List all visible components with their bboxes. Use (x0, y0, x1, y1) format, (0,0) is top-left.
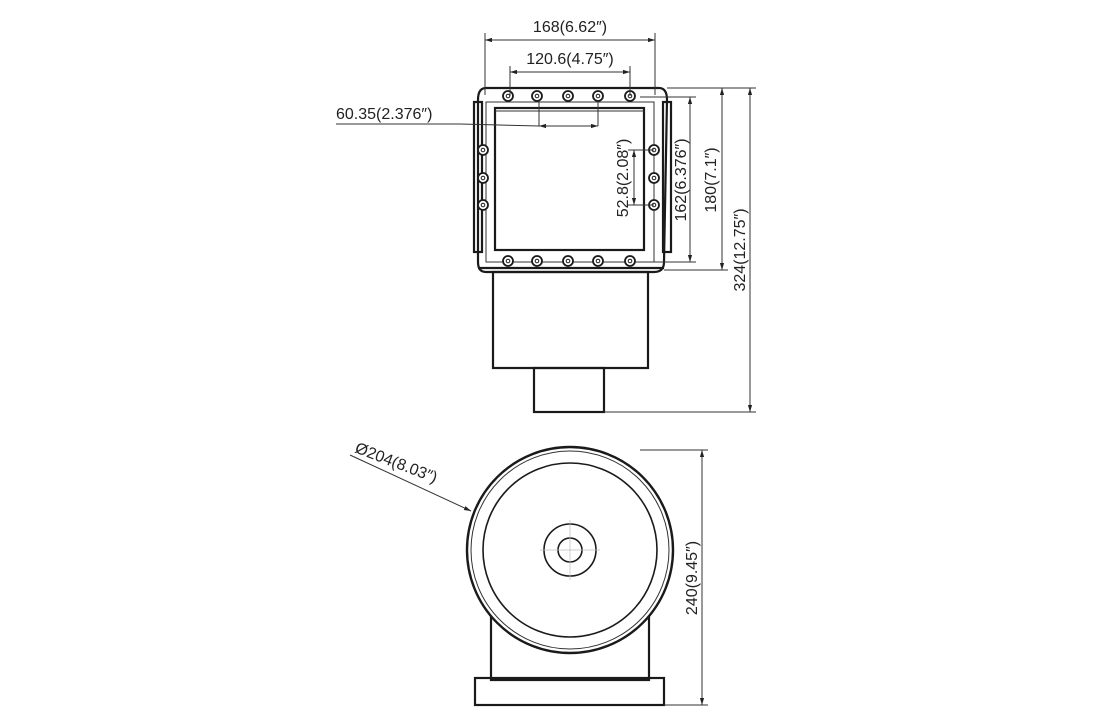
front-dimensions: 168(6.62″) 120.6(4.75″) 60.35(2.376″) 52… (336, 19, 756, 413)
bolt-icon (648, 172, 660, 184)
bolt-icon (477, 199, 489, 211)
dim-total-height: 324(12.75″) (732, 208, 749, 291)
dim-opening-height: 162(6.376″) (673, 138, 690, 221)
bolt-icon (562, 255, 574, 267)
bolt-icon (477, 172, 489, 184)
bolt-icon (502, 90, 514, 102)
bolt-hole (565, 93, 571, 99)
bolt-icon (592, 255, 604, 267)
dim-bolt-span: 120.6(4.75″) (526, 51, 614, 68)
dim-depth: 240(9.45″) (684, 541, 701, 615)
bolt-icon (502, 255, 514, 267)
bolt-hole (534, 93, 540, 99)
bolts (477, 90, 660, 267)
bolt-hole (595, 93, 601, 99)
dim-bolt-spacing-vertical: 52.8(2.08″) (615, 139, 632, 218)
base-flange (473, 676, 666, 707)
top-view (465, 445, 675, 707)
bolt-icon (624, 255, 636, 267)
basket-circle (482, 462, 658, 638)
rim-inner-edge (470, 450, 670, 650)
leader-line (459, 123, 540, 127)
bolt-icon (531, 90, 543, 102)
dim-bolt-offset: 60.35(2.376″) (336, 106, 432, 123)
outlet-pipe (532, 366, 606, 414)
bolt-hole (480, 147, 486, 153)
bolt-hole (534, 258, 540, 264)
bolt-hole (480, 175, 486, 181)
bolt-hole (627, 258, 633, 264)
bolt-icon (477, 144, 489, 156)
front-view (472, 86, 673, 414)
frame-right-flange (661, 100, 673, 254)
bolt-hole (595, 258, 601, 264)
bolt-hole (565, 258, 571, 264)
skimmer-opening (493, 106, 646, 252)
bolt-hole (505, 258, 511, 264)
leader-line-diameter (349, 454, 472, 512)
bolt-hole (651, 175, 657, 181)
skimmer-body (491, 270, 650, 370)
faceplate-frame (476, 86, 669, 274)
dim-overall-width: 168(6.62″) (533, 19, 607, 36)
bolt-icon (592, 90, 604, 102)
dim-diameter: Ø204(8.03″) (353, 440, 440, 487)
bolt-hole (480, 202, 486, 208)
bolt-icon (531, 255, 543, 267)
bolt-icon (562, 90, 574, 102)
dim-frame-height: 180(7.1″) (703, 147, 720, 212)
